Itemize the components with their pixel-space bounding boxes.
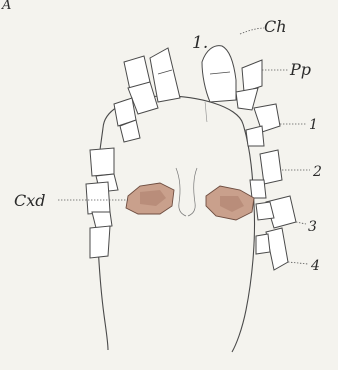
leg-4-left [90, 226, 110, 258]
figure-number: 1. [192, 33, 208, 53]
leg-3-left [86, 182, 112, 228]
label-ch: Ch [264, 17, 287, 36]
leg-2-right [250, 150, 282, 198]
label-leg-3: 3 [308, 219, 317, 235]
coxal-gland-right [206, 186, 254, 220]
chelicera-right [202, 46, 236, 102]
body-outline [97, 96, 255, 352]
corner-letter: A [1, 0, 11, 13]
leader-ch [240, 28, 264, 34]
label-leg-4: 4 [310, 258, 320, 274]
pedipalp-right [236, 60, 262, 110]
leg-4-right [256, 228, 288, 270]
label-pp: Pp [289, 60, 311, 79]
label-leg-1: 1 [309, 117, 318, 133]
leg-3-right [256, 196, 296, 228]
leader-4 [288, 262, 308, 264]
genital-structure [176, 168, 197, 216]
label-leg-2: 2 [312, 164, 322, 180]
chelicera-left [150, 48, 180, 102]
median-line [205, 102, 207, 122]
coxal-gland-left [126, 183, 174, 214]
leader-3 [296, 222, 306, 224]
label-cxd: Cxd [14, 191, 46, 210]
